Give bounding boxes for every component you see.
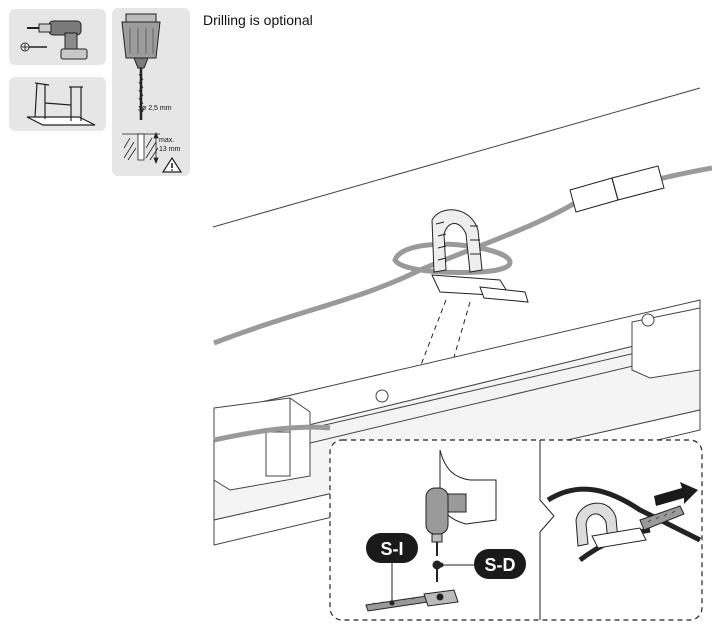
- cable-clip: [431, 209, 529, 303]
- phillips-screw-icon: [20, 42, 47, 52]
- drill-illustration: [20, 20, 88, 60]
- material-hatch: [122, 133, 160, 161]
- clip-closing-step: [546, 486, 702, 563]
- tool-panel-drill: [9, 9, 106, 65]
- mounting-screw-head: [375, 389, 389, 403]
- badge-screw-tie: S-I: [366, 533, 418, 563]
- tool-panel-bit: ø 2,5 mm max. 13 mm: [112, 8, 190, 176]
- cable-connector: [569, 165, 665, 213]
- cable-loop: [392, 241, 513, 275]
- drill-bit-diagram: ø 2,5 mm max. 13 mm: [121, 13, 183, 173]
- detail-divider: [539, 440, 555, 620]
- rail-endcap: [213, 397, 311, 491]
- badge-leader-si-dot: [389, 600, 395, 606]
- cable: [213, 197, 582, 346]
- hand-drill-step: [425, 449, 497, 556]
- cable-tie-mount: [365, 589, 459, 612]
- pull-direction-arrow-icon: [654, 482, 698, 506]
- depth-label-line1: max.: [159, 137, 174, 144]
- depth-label-line2: 13 mm: [159, 146, 181, 153]
- badge-screw-tie-label: S-I: [380, 539, 403, 559]
- detail-frame: [329, 439, 703, 621]
- bit-diameter-label: ø 2,5 mm: [142, 105, 172, 112]
- badge-screw-drive: S-D: [474, 549, 526, 579]
- surface-edge-line: [212, 87, 701, 228]
- drill-bit-icon: [121, 13, 161, 120]
- cable-lower: [213, 424, 331, 443]
- rail-joint-right: [631, 307, 701, 379]
- workbench-icon: [26, 82, 96, 126]
- depth-arrow: [153, 131, 159, 165]
- cordless-drill-icon: [27, 20, 88, 60]
- caption-text: Drilling is optional: [203, 12, 313, 28]
- tool-panel-bench: [9, 77, 106, 131]
- warning-triangle-icon: [161, 156, 183, 173]
- badge-leader-sd-dot: [438, 562, 444, 568]
- badge-screw-drive-label: S-D: [485, 555, 516, 575]
